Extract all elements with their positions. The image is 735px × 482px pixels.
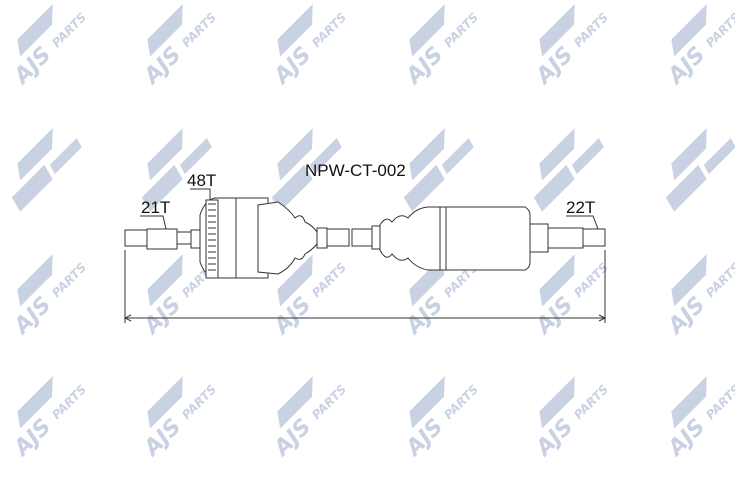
length-dimension — [123, 250, 607, 323]
right-spline-label: 22T — [566, 198, 595, 217]
watermark-logo — [533, 128, 604, 212]
outer-cv-joint — [199, 197, 269, 279]
watermark-logo — [665, 128, 735, 212]
watermark-logo — [141, 128, 212, 212]
outer-boot — [257, 201, 328, 275]
watermark-logo — [403, 128, 474, 212]
left-spline-label: 21T — [141, 198, 170, 217]
abs-ring-label: 48T — [187, 171, 216, 190]
left-stub-shaft — [124, 228, 202, 250]
inner-boot — [379, 206, 441, 271]
main-shaft — [326, 225, 381, 250]
right-stub-shaft — [529, 223, 606, 253]
watermark-logo — [11, 128, 82, 212]
abs-ring — [205, 199, 219, 279]
watermark-logo — [271, 128, 342, 212]
part-number: NPW-CT-002 — [305, 161, 406, 180]
inner-joint-housing — [439, 206, 531, 271]
